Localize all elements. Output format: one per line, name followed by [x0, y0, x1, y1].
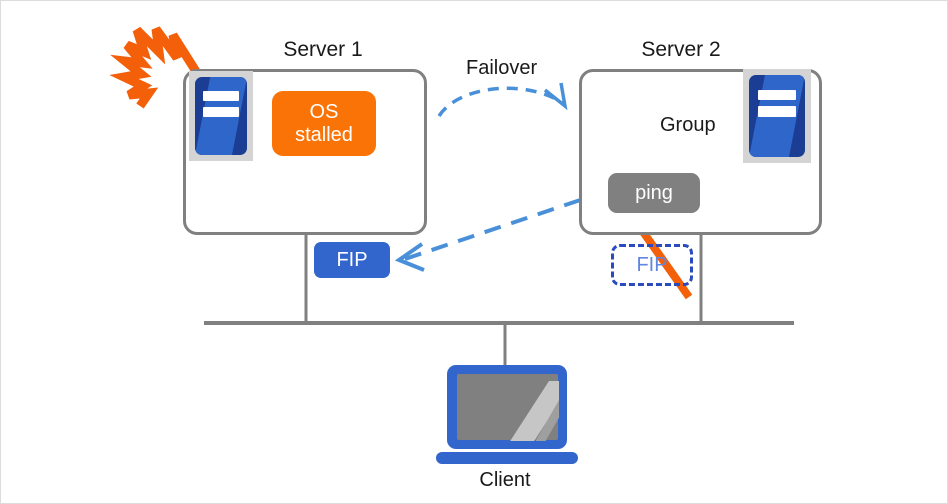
- client-label: Client: [479, 469, 531, 491]
- fip-active-badge: FIP: [314, 242, 390, 278]
- fip-ping-link-arrow: [404, 189, 608, 261]
- fip-inactive-label: FIP: [636, 253, 668, 276]
- lightning-burst-icon: [109, 26, 201, 109]
- server2-machine-icon: [743, 69, 811, 163]
- failover-label: Failover: [466, 57, 538, 79]
- failover-arrowhead: [543, 82, 568, 111]
- server1-os-stalled-badge: OS stalled: [272, 91, 376, 156]
- fip-ping-link-arrowhead-left: [394, 242, 425, 272]
- failover-arrow: [437, 86, 564, 118]
- server1-machine-icon: [189, 71, 253, 161]
- fip-inactive-badge: FIP: [611, 244, 693, 286]
- os-stalled-line1: OS: [309, 100, 339, 123]
- server2-ping-badge: ping: [608, 173, 700, 213]
- server2-title: Server 2: [641, 38, 721, 61]
- server1-title: Server 1: [283, 38, 363, 61]
- laptop-icon: [436, 365, 578, 464]
- os-stalled-line2: stalled: [295, 123, 353, 146]
- fip-active-label: FIP: [336, 248, 368, 271]
- server2-group-label: Group: [660, 114, 716, 136]
- ping-label: ping: [635, 181, 673, 204]
